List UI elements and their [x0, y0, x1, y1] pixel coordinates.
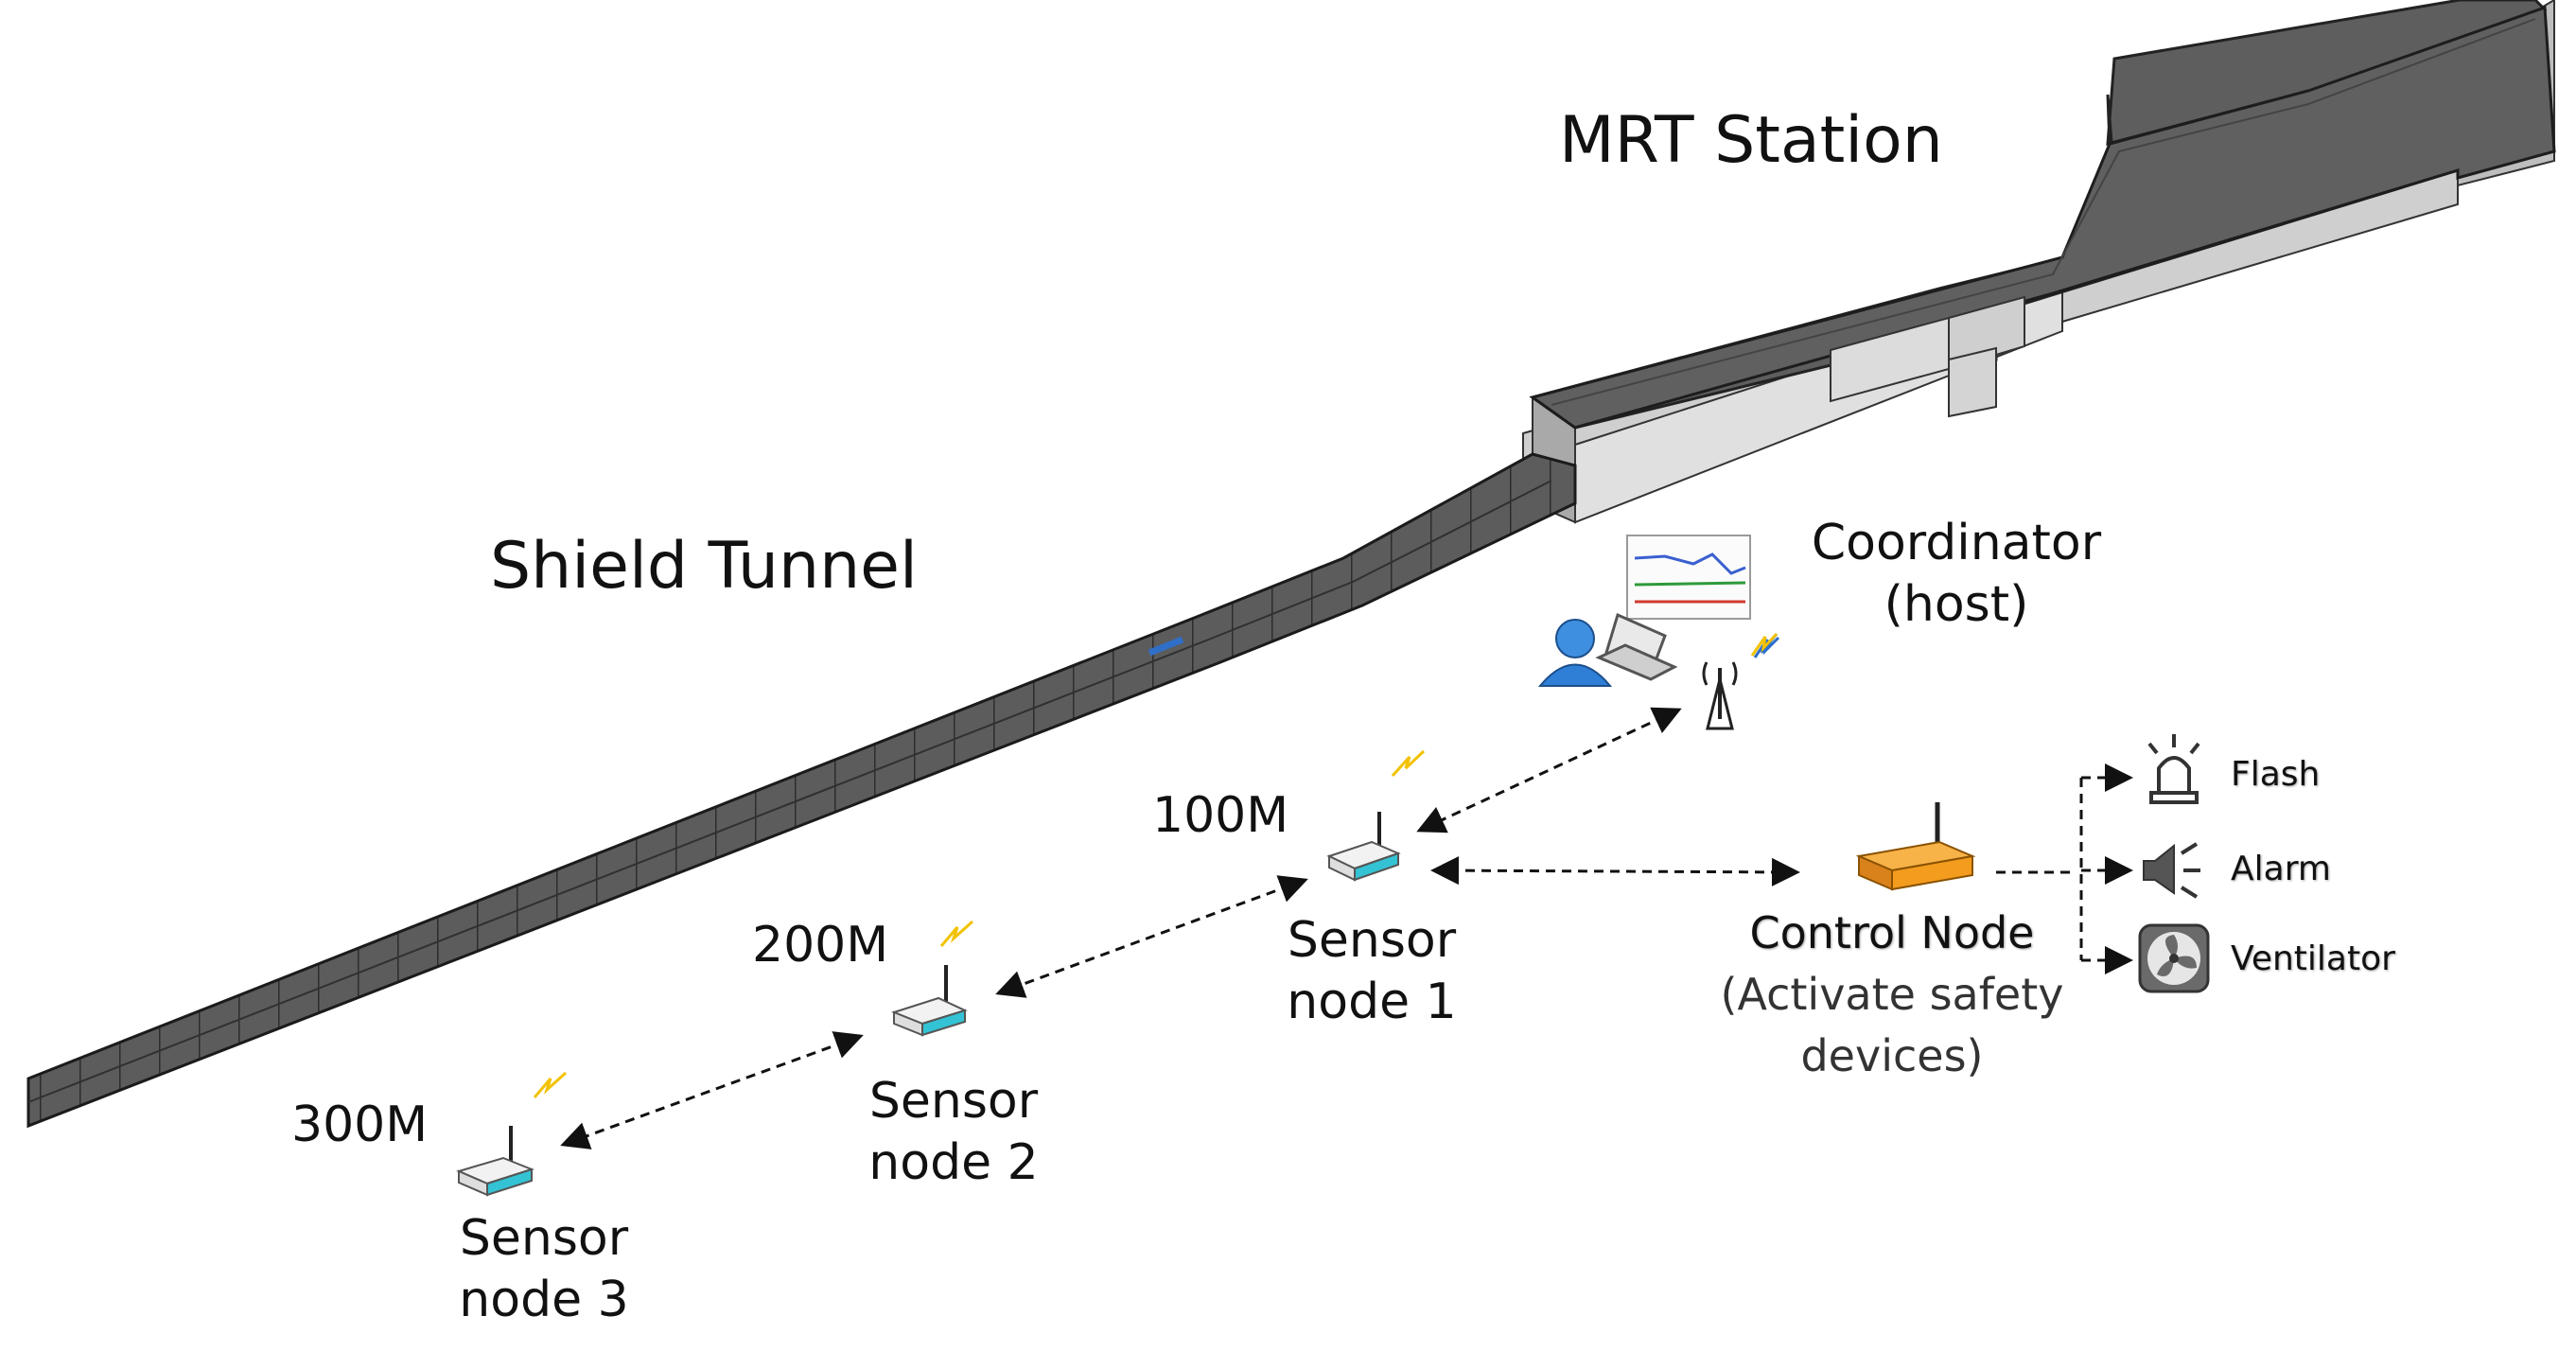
siren-icon [2147, 734, 2200, 804]
sensor-node-2-icon [891, 920, 974, 1037]
station-annex-3 [1948, 346, 1997, 418]
tunnel-centerline [27, 480, 1552, 1103]
mrt-station-label: MRT Station [1559, 103, 1943, 178]
lightning-signal-icon [1750, 632, 1779, 657]
fan-icon [2138, 923, 2210, 993]
sensor-node-3-icon [456, 1071, 568, 1197]
control-node-label: Control Node [1749, 907, 2035, 958]
sensor-node-1-label-line2: node 1 [1287, 974, 1457, 1030]
control-node-desc-line1: (Activate safety [1720, 969, 2064, 1020]
sensor-node-2-label-line2: node 2 [868, 1134, 1039, 1191]
connections [560, 707, 2133, 1149]
mrt-station [1522, 0, 2556, 524]
ventilator-label: Ventilator [2231, 939, 2395, 978]
coordinator-label-line1: Coordinator [1811, 515, 2102, 571]
link-coordinator-sensor1 [1416, 707, 1682, 833]
flash-label: Flash [2231, 755, 2321, 794]
link-sensor1-sensor2 [995, 875, 1308, 998]
link-sensor1-control [1430, 856, 1800, 886]
shield-tunnel [26, 452, 1577, 1129]
laptop-icon [1595, 612, 1678, 681]
link-sensor2-sensor3 [560, 1031, 864, 1149]
control-box-icon [1855, 802, 1976, 891]
sensor-node-2-distance: 200M [752, 917, 889, 974]
lightning-signal-icon [939, 920, 974, 947]
tunnel-sensor-marker [1148, 636, 1184, 657]
sensor-node-3-distance: 300M [291, 1097, 429, 1153]
lightning-signal-icon [533, 1071, 568, 1098]
sensor-node-3-label-line2: node 3 [459, 1272, 629, 1328]
person-icon [1537, 619, 1613, 687]
sensor-node-1-label-line1: Sensor [1287, 912, 1457, 969]
sensor-node-3-label-line1: Sensor [459, 1210, 629, 1267]
sensor-node-1-icon [1326, 749, 1426, 882]
lightning-signal-icon [1391, 749, 1426, 778]
control-node-desc-line2: devices) [1800, 1030, 1984, 1081]
coordinator-label-line2: (host) [1884, 576, 2029, 633]
chart-monitor-icon [1626, 535, 1751, 620]
coordinator [1537, 535, 1780, 730]
antenna-tower-icon [1702, 661, 1738, 730]
sensor-node-1-distance: 100M [1152, 787, 1289, 844]
speaker-icon [2143, 842, 2200, 899]
station-roof-edge [1551, 18, 2536, 406]
alarm-label: Alarm [2231, 850, 2331, 888]
shield-tunnel-label: Shield Tunnel [490, 529, 918, 604]
sensor-node-2-label-line1: Sensor [868, 1073, 1039, 1130]
station-annex-2 [1948, 295, 2025, 371]
tunnel-body [26, 452, 1577, 1129]
